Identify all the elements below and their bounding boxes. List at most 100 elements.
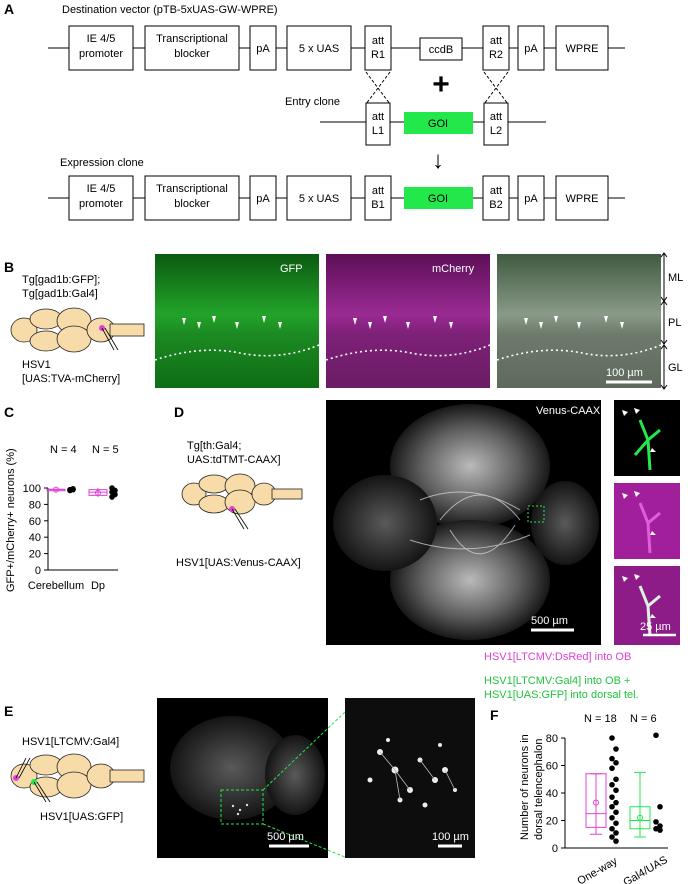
- mcherry-dotted-border: [325, 344, 491, 361]
- entry-goi-box: [404, 112, 473, 134]
- panel-a-letter: A: [4, 1, 14, 17]
- panel-f-point-0-0: [609, 735, 615, 741]
- mcherry-image: [326, 254, 490, 388]
- dest-pa-label-2: pA: [524, 43, 538, 55]
- panel-c-ytick-label-3: 60: [29, 516, 41, 528]
- panel-f-point-0-10: [609, 803, 615, 810]
- dest-attr2-att: att: [490, 35, 502, 47]
- expr-wpre-label: WPRE: [566, 193, 599, 205]
- panel-f-category-oneway: One-way: [575, 855, 620, 884]
- panel-f-ytick-label-1: 20: [546, 816, 558, 828]
- gfp-inset-processes: [379, 751, 456, 801]
- dest-pa-label-1: pA: [256, 43, 270, 55]
- panel-f-point-0-7: [613, 787, 619, 794]
- panel-f-ytick-label-2: 40: [546, 788, 558, 800]
- expr-ie-promoter-box: [68, 175, 134, 221]
- expr-goi-label: GOI: [428, 193, 448, 205]
- panel-b-scale-label: 100 µm: [606, 367, 643, 379]
- inset-venus-neuron: [633, 419, 661, 471]
- panel-f-ytick-label-4: 80: [546, 733, 558, 745]
- dest-uas-label: 5 x UAS: [299, 43, 339, 55]
- panel-f-ytick-label-0: 0: [552, 843, 558, 855]
- panel-c-letter: C: [4, 404, 14, 420]
- expr-attb1-box: [364, 175, 392, 221]
- inset-merge-neuron: [638, 585, 661, 637]
- panel-c-point-0-3: [70, 486, 76, 492]
- expr-goi-box: [404, 187, 473, 209]
- entry-attl1-l1: L1: [372, 125, 384, 137]
- panel-c-ytick-label-0: 0: [35, 565, 41, 577]
- brain-schematic-b: [10, 307, 145, 353]
- panel-c-ytick-label-2: 40: [29, 532, 41, 544]
- arrowhead-markers-b: [182, 316, 624, 329]
- expr-blocker-label-2: blocker: [174, 198, 210, 210]
- dest-pa-box-2: [517, 25, 545, 71]
- panel-f-category-gal4uas: Gal4/UAS: [621, 854, 669, 884]
- panel-b: B Tg[gad1b:GFP]; Tg[gad1b:Gal4] HSV1 [UA…: [4, 252, 683, 390]
- panel-a: A Destination vector (pTB-5xUAS-GW-WPRE)…: [4, 1, 625, 221]
- panel-c-mean-0: [53, 486, 59, 493]
- inset-scale-label: 25 µm: [640, 621, 671, 633]
- panel-f-letter: F: [490, 707, 499, 723]
- dest-wpre-box: [555, 25, 609, 71]
- panel-f-ylabel-2: dorsal telencephalon: [533, 738, 545, 840]
- gfp-image-label: GFP: [280, 263, 303, 275]
- panel-f-point-0-11: [613, 809, 619, 816]
- gfp-inset-neurons: [367, 738, 457, 808]
- brain-schematic-e: [10, 753, 145, 803]
- layer-ml-label: ML: [668, 272, 683, 284]
- layer-pl-label: PL: [668, 317, 681, 329]
- dest-wpre-label: WPRE: [566, 43, 599, 55]
- entry-attl2-box: [483, 102, 509, 146]
- expression-clone-title: Expression clone: [60, 157, 144, 169]
- panel-f-point-0-15: [613, 830, 619, 836]
- crossover-left-lines: [365, 71, 391, 105]
- panel-f-point-1-2: [653, 819, 659, 825]
- expr-uas-label: 5 x UAS: [299, 193, 339, 205]
- brain-schematic-d: [181, 473, 303, 530]
- venus-brain-front: [333, 475, 437, 571]
- dest-attr1-box: [364, 25, 392, 71]
- panel-f-n1: N = 18: [584, 713, 617, 725]
- expr-pa-box-2: [517, 175, 545, 221]
- dest-attr2-r2: R2: [489, 49, 503, 61]
- mcherry-image-label: mCherry: [432, 263, 475, 275]
- zoom-connector-top: [262, 711, 346, 791]
- entry-attl2-att: att: [490, 111, 502, 123]
- panel-c-category-cerebellum: Cerebellum: [28, 580, 84, 592]
- gfp-dotted-border: [154, 344, 320, 361]
- panel-c-mean-1: [95, 489, 101, 496]
- panel-c-ylabel: GFP+/mCherry+ neurons (%): [5, 448, 17, 592]
- layer-gl-label: GL: [668, 362, 683, 374]
- dest-ie-label-2: promoter: [79, 48, 123, 60]
- panel-b-hsv-line-2: [UAS:TVA-mCherry]: [22, 373, 120, 385]
- gfp-inset-image: [345, 698, 475, 858]
- inset-tdtomato-neuron: [638, 502, 661, 554]
- panel-f-point-1-3: [657, 823, 663, 829]
- expr-ie-label-1: IE 4/5: [87, 183, 116, 195]
- panel-f-point-0-14: [609, 825, 615, 832]
- gfp-brain-cells: [231, 803, 249, 816]
- panel-f-legend-1: HSV1[LTCMV:DsRed] into OB: [484, 651, 631, 663]
- merge-dotted-border: [496, 344, 662, 361]
- gfp-zoom-box: [220, 789, 264, 825]
- venus-zoom-box: [527, 505, 545, 523]
- expr-attb2-b2: B2: [489, 199, 502, 211]
- dest-ie-promoter-box: [68, 25, 134, 71]
- panel-f: HSV1[LTCMV:DsRed] into OB HSV1[LTCMV:Gal…: [484, 651, 670, 884]
- panel-d-scale-label: 500 µm: [531, 615, 568, 627]
- panel-f-legend-2a: HSV1[LTCMV:Gal4] into OB +: [484, 675, 630, 687]
- gfp-image: [155, 254, 319, 388]
- panel-f-mean-0: [593, 799, 599, 806]
- expr-attb2-box: [482, 175, 510, 221]
- panel-e-hsv-gal4: HSV1[LTCMV:Gal4]: [22, 736, 119, 748]
- panel-c: C GFP+/mCherry+ neurons (%) 020406080100…: [4, 404, 119, 592]
- expr-wpre-box: [555, 175, 609, 221]
- panel-c-ytick-label-4: 80: [29, 499, 41, 511]
- panel-f-point-0-6: [609, 781, 615, 788]
- panel-f-point-1-5: [657, 827, 663, 833]
- expr-pa-label-1: pA: [256, 193, 270, 205]
- dest-blocker-label-1: Transcriptional: [156, 33, 228, 45]
